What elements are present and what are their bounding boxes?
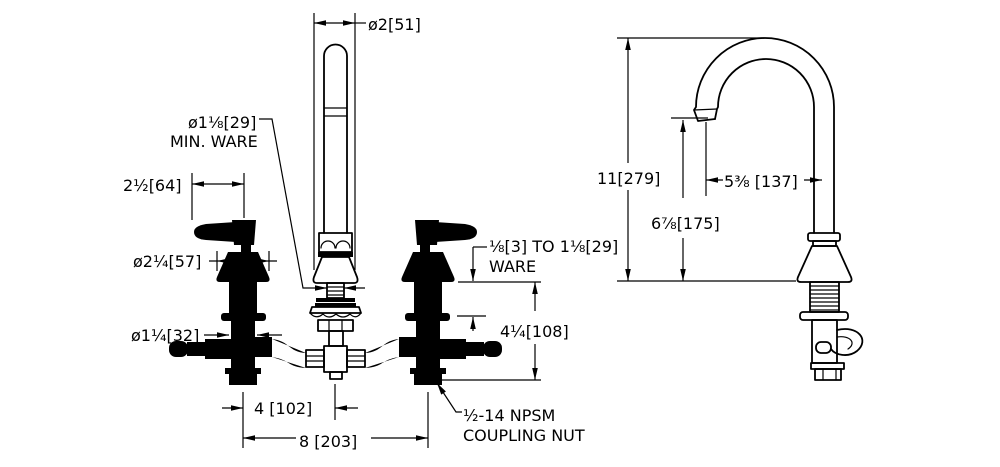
dim-min-ware-dia: ø1⅛[29] <box>188 113 256 132</box>
dim-handle-base-dia: ø2¼[57] <box>133 252 201 271</box>
coupling-nut-label-line2: COUPLING NUT <box>463 426 585 445</box>
side-shank-assembly <box>799 281 864 381</box>
ware-word: WARE <box>489 257 536 276</box>
side-view <box>693 37 864 381</box>
dim-outlet-height: 6⅞[175] <box>651 214 720 233</box>
front-view <box>169 43 502 385</box>
left-handle-assembly <box>169 220 306 385</box>
dim-overall-height: 11[279] <box>597 169 660 188</box>
dimension-lines <box>191 13 822 448</box>
gooseneck-spout <box>693 37 853 283</box>
dim-spout-escutcheon-dia: ø2[51] <box>368 15 421 34</box>
coupling-nut-label-line1: ½-14 NPSM <box>463 406 555 425</box>
right-handle-assembly <box>365 220 502 385</box>
min-ware-note: MIN. WARE <box>170 132 258 151</box>
dim-spout-reach: 5⅜ [137] <box>724 172 798 191</box>
dim-spout-to-handle-spacing: 4 [102] <box>254 399 312 418</box>
center-spout-assembly <box>305 43 366 380</box>
dim-handle-to-handle-spacing: 8 [203] <box>299 432 357 451</box>
dim-handle-extension: 2½[64] <box>123 176 182 195</box>
dim-ware-thickness-range: ⅛[3] TO 1⅛[29] <box>489 237 618 256</box>
dimension-labels: ø2[51] ø1⅛[29] MIN. WARE 2½[64] ø2¼[57] … <box>123 15 798 451</box>
dim-below-deck-length: 4¼[108] <box>500 322 569 341</box>
dim-valve-body-dia: ø1¼[32] <box>131 326 199 345</box>
